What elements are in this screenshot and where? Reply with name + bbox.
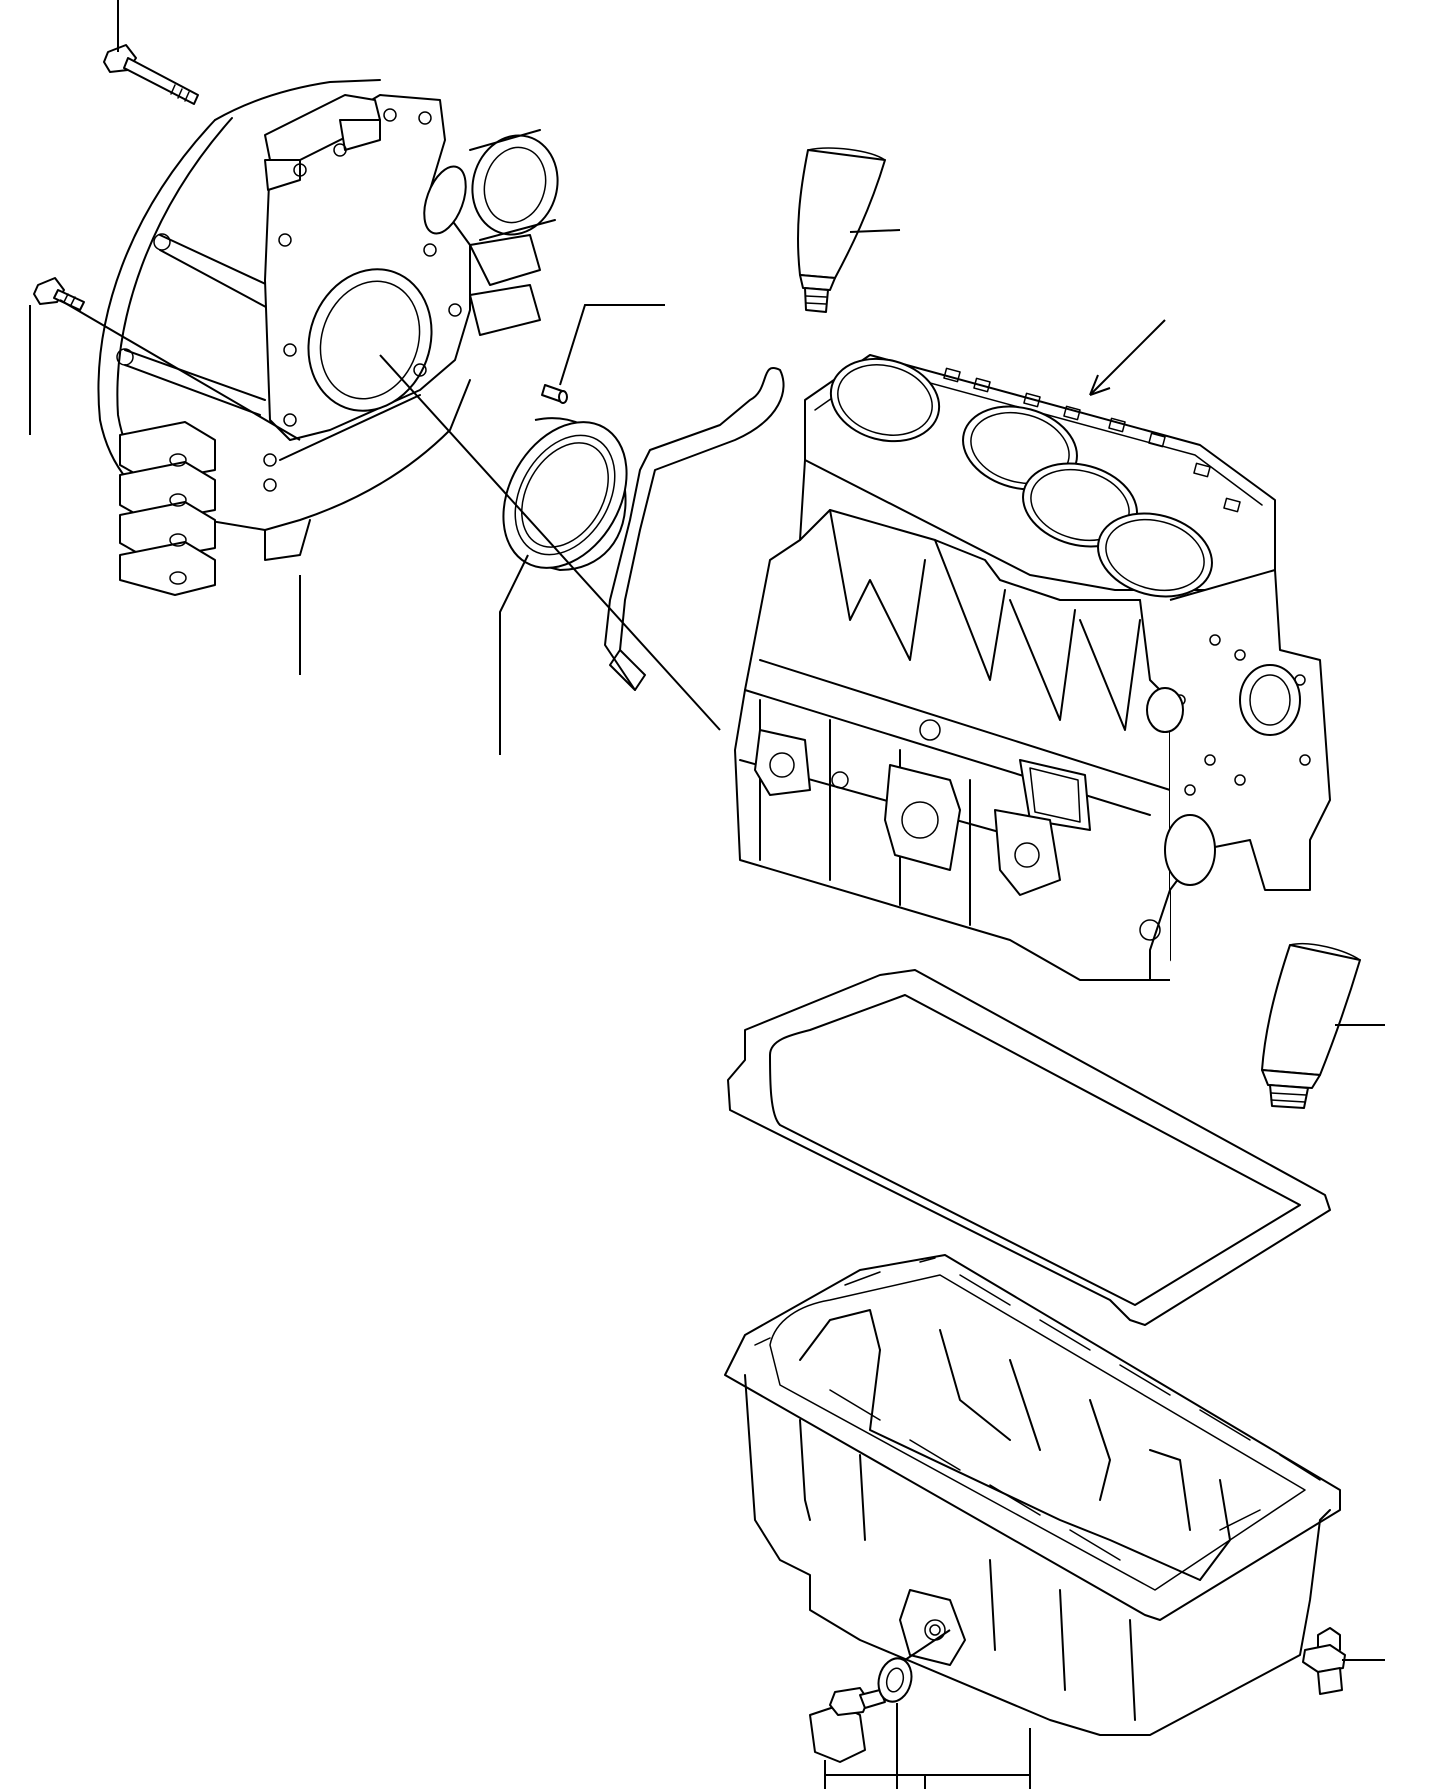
leader-sealant-upper — [849, 229, 901, 233]
cylinder-block-icon[interactable] — [734, 347, 1331, 981]
bolt-icon[interactable] — [1302, 1627, 1346, 1695]
seal-ring-icon[interactable] — [478, 400, 651, 590]
sealant-tube-icon[interactable] — [797, 147, 886, 313]
gasket-icon[interactable] — [604, 367, 785, 691]
sealant-tube-icon[interactable] — [1261, 942, 1361, 1109]
leader-drain-boss — [904, 1629, 951, 1661]
pin-icon[interactable] — [541, 384, 568, 404]
washer-icon[interactable] — [874, 1655, 916, 1706]
leader-dowel-pin — [559, 304, 665, 386]
leader-lines — [29, 0, 1385, 1789]
bolt-icon[interactable] — [103, 44, 199, 105]
bolt-icon[interactable] — [33, 277, 85, 311]
leader-block-arrowhead — [1089, 374, 1111, 396]
gasket-icon[interactable] — [727, 969, 1331, 1326]
drain-plug-icon[interactable] — [809, 1687, 886, 1763]
leader-housing-bolt-axis — [59, 299, 301, 441]
leader-seal-axis — [379, 354, 721, 731]
flywheel-housing-icon[interactable] — [97, 79, 568, 596]
leader-rear-oil-seal — [499, 554, 529, 755]
leader-block — [1089, 319, 1166, 396]
oil-pan-icon[interactable] — [724, 1254, 1341, 1736]
